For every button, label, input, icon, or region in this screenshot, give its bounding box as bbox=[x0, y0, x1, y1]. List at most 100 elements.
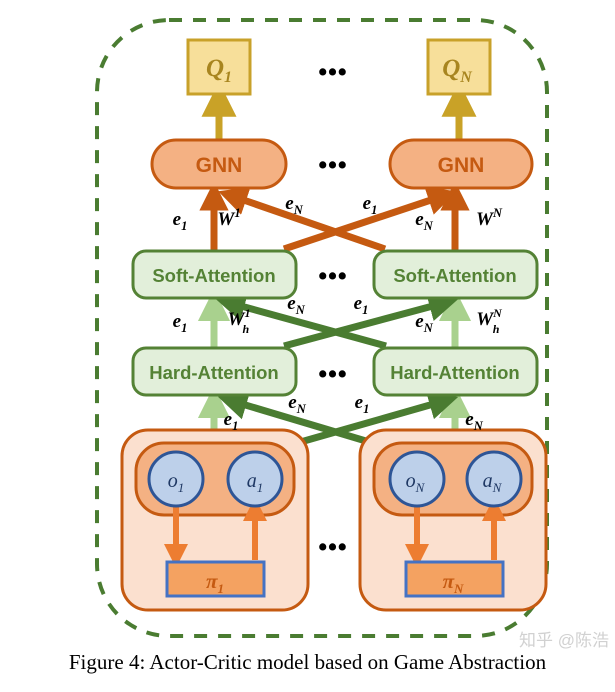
el11-sup: N bbox=[492, 306, 503, 320]
q-label-base-N: Q bbox=[442, 55, 460, 82]
el1-sup: 1 bbox=[234, 206, 240, 220]
agentN-policy-box bbox=[404, 560, 505, 598]
q-output-box-N[interactable] bbox=[426, 38, 492, 96]
edge-label-e1-cross-upper-right: e1 bbox=[363, 193, 378, 217]
el7-subh: h bbox=[242, 322, 249, 336]
edge-label-e1-hard-to-soft-left: e1 bbox=[173, 311, 188, 335]
el6-base: e bbox=[173, 311, 182, 332]
gnn-label-1: GNN bbox=[196, 154, 243, 177]
gnn-label-N: GNN bbox=[438, 154, 485, 177]
hard-attention-label-1: Hard-Attention bbox=[149, 362, 278, 383]
edge-label-eN-cross-upper-left: eN bbox=[285, 193, 303, 217]
arrow-agentN-to-hard1-cross bbox=[217, 391, 388, 451]
aN-sub: N bbox=[492, 480, 503, 495]
gnn-block-1[interactable] bbox=[150, 138, 288, 190]
el1-base: W bbox=[217, 209, 235, 230]
edge-label-WN-soft-to-gnn-right: WN bbox=[476, 206, 503, 230]
edge-label-Wh1-hard-to-soft-left: W1 h bbox=[228, 306, 251, 336]
q-output-label-1: Q1 bbox=[206, 55, 232, 86]
agent1-action-label: a1 bbox=[247, 470, 264, 495]
arrow-soft1-to-gnnN-cross bbox=[282, 186, 457, 253]
el8-base: e bbox=[287, 293, 296, 314]
ellipsis-agents: ••• bbox=[318, 533, 347, 561]
el4-sub: N bbox=[423, 219, 434, 233]
edge-label-W1-soft-to-gnn-left: W1 bbox=[217, 206, 240, 230]
el15-sub: N bbox=[473, 419, 484, 433]
q-label-sub-N: N bbox=[459, 69, 473, 86]
agentN-observation-label: oN bbox=[406, 470, 426, 495]
edge-label-eN-agent-to-hard-right: eN bbox=[465, 409, 483, 433]
oN-sub: N bbox=[415, 480, 426, 495]
el12-sub: 1 bbox=[232, 419, 238, 433]
agent1-observation-node bbox=[147, 450, 205, 508]
ellipsis-soft: ••• bbox=[318, 262, 347, 290]
el0-sub: 1 bbox=[181, 219, 187, 233]
arrow-agent1-to-hardN-cross bbox=[282, 390, 459, 451]
q-output-box-1[interactable] bbox=[186, 38, 252, 96]
hard-attention-label-N: Hard-Attention bbox=[390, 362, 519, 383]
agentN-action-node bbox=[465, 450, 523, 508]
el13-base: e bbox=[288, 392, 297, 413]
agent1-policy-label: π1 bbox=[206, 569, 224, 596]
el13-sub: N bbox=[296, 402, 307, 416]
agent1-action-node bbox=[226, 450, 284, 508]
el10-sub: N bbox=[423, 321, 434, 335]
edge-label-e1-cross-low-right: e1 bbox=[355, 392, 370, 416]
el7-sup: 1 bbox=[244, 306, 250, 320]
el9-sub: 1 bbox=[362, 303, 368, 317]
el2-base: e bbox=[285, 193, 294, 214]
el0-base: e bbox=[173, 209, 182, 230]
el8-sub: N bbox=[295, 303, 306, 317]
el11-subh: h bbox=[493, 322, 500, 336]
el12-base: e bbox=[224, 409, 233, 430]
hard-attention-block-N[interactable] bbox=[372, 346, 539, 397]
figure-caption: Figure 4: Actor-Critic model based on Ga… bbox=[68, 650, 547, 674]
el5-base: W bbox=[476, 209, 494, 230]
agent1-observation-label: o1 bbox=[168, 470, 185, 495]
gnn-block-N[interactable] bbox=[388, 138, 534, 190]
el2-sub: N bbox=[293, 203, 304, 217]
a1-sub: 1 bbox=[257, 480, 264, 495]
el14-sub: 1 bbox=[363, 402, 369, 416]
ellipsis-top: ••• bbox=[318, 58, 347, 86]
ellipsis-gnn: ••• bbox=[318, 151, 347, 179]
q-label-base-1: Q bbox=[206, 55, 224, 82]
edge-label-eN-hard-to-soft-right: eN bbox=[415, 311, 433, 335]
el4-base: e bbox=[415, 209, 424, 230]
piN-base: π bbox=[443, 569, 455, 593]
soft-attention-block-1[interactable] bbox=[131, 249, 298, 300]
o1-sub: 1 bbox=[178, 480, 185, 495]
el14-base: e bbox=[355, 392, 364, 413]
soft-attention-block-N[interactable] bbox=[372, 249, 539, 300]
edge-label-e1-agent-to-hard-left: e1 bbox=[224, 409, 239, 433]
arrow-hard1-to-softN-cross bbox=[283, 292, 459, 350]
pi1-sub: 1 bbox=[217, 581, 224, 596]
el7-base: W bbox=[228, 309, 246, 330]
pi1-base: π bbox=[206, 569, 218, 593]
edge-label-eN-cross-low-left: eN bbox=[288, 392, 306, 416]
el6-sub: 1 bbox=[181, 321, 187, 335]
q-label-sub-1: 1 bbox=[224, 69, 232, 86]
el3-sub: 1 bbox=[371, 203, 377, 217]
hard-attention-block-1[interactable] bbox=[131, 346, 298, 397]
a1-base: a bbox=[247, 470, 257, 492]
aN-base: a bbox=[483, 470, 493, 492]
arrow-hardN-to-soft1-cross bbox=[215, 292, 387, 350]
agentN-observation-node bbox=[388, 450, 446, 508]
edge-label-e1-cross-mid-right: e1 bbox=[354, 293, 369, 317]
dashed-boundary bbox=[95, 18, 549, 638]
ellipsis-hard: ••• bbox=[318, 360, 347, 388]
soft-attention-label-N: Soft-Attention bbox=[393, 265, 516, 286]
watermark: 知乎 @陈浩 bbox=[519, 631, 609, 650]
q-output-label-N: QN bbox=[442, 55, 473, 86]
agentN-action-label: aN bbox=[483, 470, 503, 495]
agent1-policy-box bbox=[165, 560, 266, 598]
o1-base: o bbox=[168, 470, 178, 492]
el3-base: e bbox=[363, 193, 372, 214]
edge-label-e1-soft-to-gnn-left: e1 bbox=[173, 209, 188, 233]
arrow-softN-to-gnn1-cross bbox=[218, 186, 387, 253]
el9-base: e bbox=[354, 293, 363, 314]
